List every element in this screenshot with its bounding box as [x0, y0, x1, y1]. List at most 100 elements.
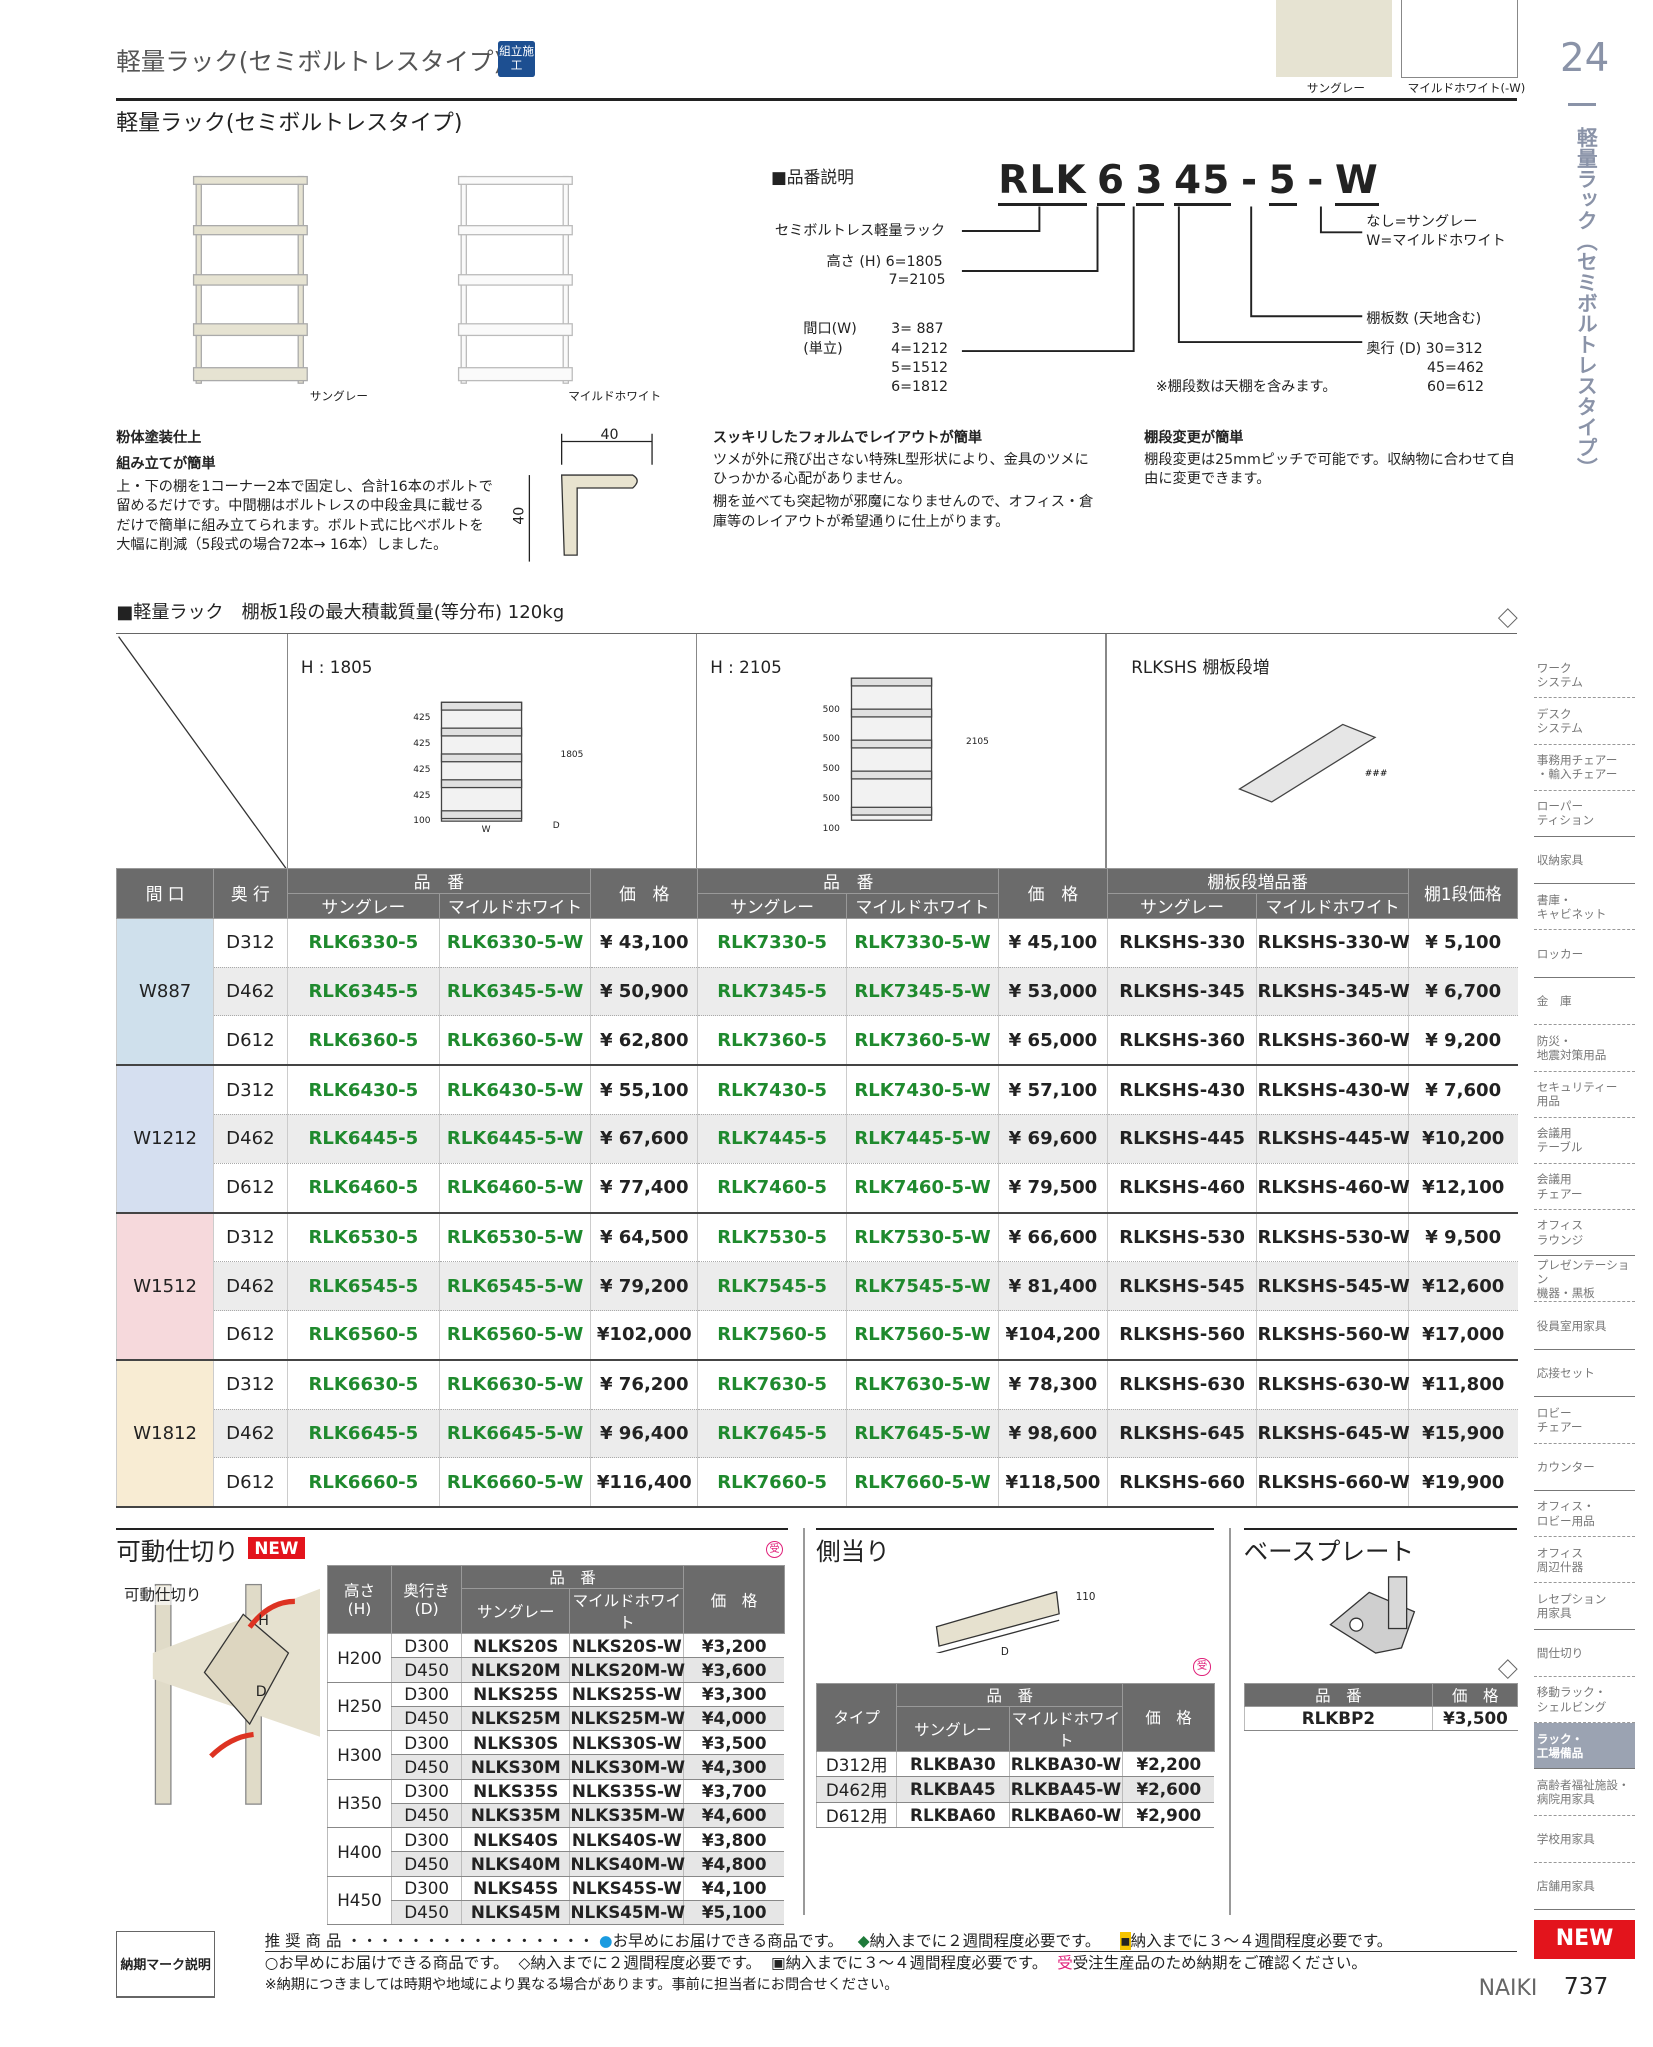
col-mildwhite: マイルドホワイト	[1008, 1705, 1124, 1752]
col-mildwhite: マイルドホワイト	[439, 892, 592, 919]
sidebar-item[interactable]: 防災・ 地震対策用品	[1534, 1025, 1635, 1072]
sidebar-item[interactable]: ローパー ティション	[1534, 791, 1635, 837]
depth: D300	[391, 1779, 462, 1804]
sidebar-item[interactable]: ワーク システム	[1534, 652, 1635, 699]
price: ¥ 65,000	[998, 1015, 1108, 1067]
rack-2105-diagram	[850, 677, 932, 821]
part-mildwhite: RLKBA60-W	[1008, 1802, 1123, 1829]
add-part-mildwhite: RLKSHS-430-W	[1256, 1065, 1410, 1115]
price: ¥4,000	[683, 1706, 785, 1732]
part-mildwhite: RLK6330-5-W	[439, 918, 591, 968]
sidebar-item[interactable]: プレゼンテーション 機器・黒板	[1534, 1256, 1635, 1303]
part-sungray: NLKS25S	[461, 1682, 570, 1707]
sidebar-item[interactable]: 間仕切り	[1534, 1630, 1635, 1678]
part-sungray: RLK6460-5	[286, 1163, 440, 1214]
price: ¥ 98,600	[998, 1409, 1108, 1459]
circle-icon: ○	[264, 1953, 279, 1972]
sidebar-item[interactable]: 会議用 テーブル	[1534, 1118, 1635, 1164]
part-mildwhite: RLK6545-5-W	[439, 1261, 591, 1312]
col-sungray: サングレー	[697, 892, 847, 919]
sidebar-item[interactable]: 学校用家具	[1534, 1816, 1635, 1863]
part-mildwhite: RLK7430-5-W	[845, 1065, 999, 1115]
section-number: 24	[1560, 36, 1610, 82]
col-price: 価 格	[1432, 1682, 1519, 1707]
sidebar-item[interactable]: ロッカー	[1534, 930, 1635, 978]
add-part-sungray: RLKSHS-445	[1106, 1114, 1257, 1164]
rack-1805-diagram	[440, 701, 523, 822]
code-width-label: 間口(W)	[803, 321, 857, 338]
col-shelf-price: 棚1段価格	[1407, 867, 1519, 919]
sidebar-item[interactable]: オフィス ラウンジ	[1534, 1210, 1635, 1257]
part-mildwhite: RLK7330-5-W	[845, 918, 999, 968]
sidebar-item[interactable]: デスク システム	[1534, 698, 1635, 745]
sidebar-item[interactable]: セキュリティー 用品	[1534, 1072, 1635, 1118]
price: ¥3,200	[683, 1633, 785, 1659]
part-sungray: RLK7460-5	[697, 1163, 847, 1214]
part-mildwhite: NLKS35S-W	[569, 1779, 684, 1804]
sidebar-item[interactable]: 移動ラック・ シェルビング	[1534, 1677, 1635, 1724]
part-mildwhite: RLK7345-5-W	[845, 967, 999, 1017]
sidebar-item[interactable]: 高齢者福祉施設・ 病院用家具	[1534, 1769, 1635, 1816]
legend-text: 納入までに２週間程度必要です。	[530, 1953, 762, 1972]
sidebar-item[interactable]: 書庫・ キャビネット	[1534, 884, 1635, 931]
sidebar-item[interactable]: カウンター	[1534, 1444, 1635, 1492]
part-mildwhite: NLKS20S-W	[569, 1633, 684, 1659]
depth: D300	[391, 1827, 462, 1853]
table-heading: ■軽量ラック 棚板1段の最大積載質量(等分布) 120kg	[116, 601, 565, 623]
rack-photo-sungray	[193, 176, 308, 385]
part-mildwhite: RLK7445-5-W	[845, 1114, 999, 1164]
part-sungray: NLKS35S	[461, 1779, 570, 1804]
type: D462用	[816, 1776, 897, 1803]
part-sungray: NLKS30M	[461, 1754, 570, 1780]
dim-label: 500	[822, 734, 840, 745]
add-part-mildwhite: RLKSHS-360-W	[1256, 1015, 1410, 1067]
add-part-mildwhite: RLKSHS-330-W	[1256, 918, 1410, 968]
sidebar-item[interactable]: 店舗用家具	[1534, 1863, 1635, 1911]
sidebar-item[interactable]: 金 庫	[1534, 978, 1635, 1026]
price: ¥5,100	[683, 1900, 785, 1925]
depth: D612	[213, 1310, 288, 1361]
sidebar-item[interactable]: 応接セット	[1534, 1350, 1635, 1398]
dim-label: 425	[413, 790, 431, 801]
price: ¥3,600	[683, 1657, 785, 1683]
panel-label: H : 1805	[300, 657, 373, 678]
shelf-price: ¥15,900	[1407, 1409, 1518, 1459]
depth: D312	[213, 1212, 288, 1263]
part-sungray: RLK7430-5	[697, 1065, 847, 1115]
add-part-sungray: RLKSHS-360	[1106, 1015, 1257, 1067]
sidebar-item[interactable]: 役員室用家具	[1534, 1302, 1635, 1350]
sidebar-item[interactable]: オフィス・ ロビー用品	[1534, 1491, 1635, 1538]
sidebar-item[interactable]: レセプション 用家具	[1534, 1583, 1635, 1630]
sidebar-item[interactable]: オフィス 周辺什器	[1534, 1537, 1635, 1584]
sidebar-new[interactable]: NEW	[1534, 1920, 1635, 1960]
part-mildwhite: RLK7630-5-W	[845, 1359, 999, 1410]
depth: D300	[391, 1730, 462, 1756]
price: ¥3,300	[683, 1682, 785, 1707]
shelf-price: ¥ 6,700	[1407, 967, 1518, 1017]
depth: D612	[213, 1163, 288, 1214]
code-width: 4=1212	[891, 340, 949, 357]
sidebar-item[interactable]: ロビー チェアー	[1534, 1397, 1635, 1444]
part-mildwhite: RLK6660-5-W	[439, 1457, 591, 1509]
part-sungray: RLK7530-5	[697, 1212, 847, 1263]
new-badge: NEW	[247, 1536, 305, 1560]
add-part-mildwhite: RLKSHS-560-W	[1256, 1310, 1410, 1361]
part-sungray: NLKS30S	[461, 1730, 570, 1756]
made-to-order-icon: 受	[765, 1540, 784, 1559]
sidebar-item[interactable]: 会議用 チェアー	[1534, 1164, 1635, 1211]
legend-box: 納期マーク説明	[116, 1930, 216, 1999]
sidebar-item[interactable]: 収納家具	[1534, 837, 1635, 885]
diamond-icon: ◇	[518, 1953, 531, 1972]
sidebar-item[interactable]: 事務用チェアー ・輸入チェアー	[1534, 745, 1635, 791]
sidebar-item[interactable]: ラック・ 工場備品	[1534, 1723, 1635, 1770]
part-sungray: RLK6530-5	[286, 1212, 440, 1263]
